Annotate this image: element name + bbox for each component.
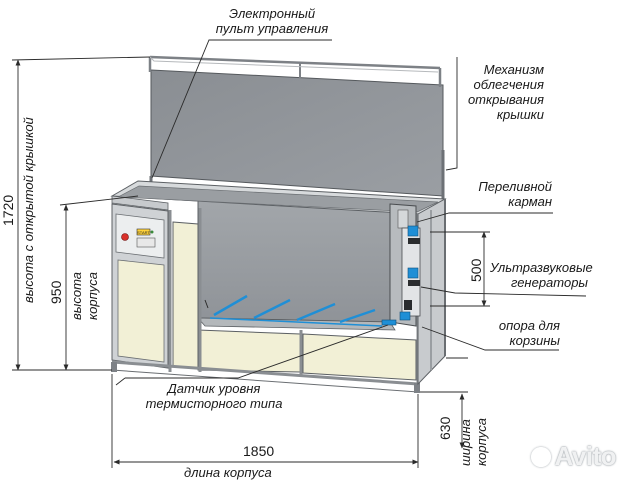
avito-logo-icon (531, 447, 552, 467)
overflow-pocket-label-line2: карман (508, 194, 552, 209)
tank-body: START (110, 180, 447, 393)
width-value: 630 (437, 416, 453, 440)
basket-support-bars (209, 294, 383, 327)
lid-mechanism-label-line3: открывания (467, 92, 544, 107)
height-open-value: 1720 (0, 194, 16, 226)
avito-watermark-text: Avito (554, 441, 616, 471)
length-value: 1850 (243, 443, 275, 459)
basket-support-label-line1: опора для (498, 318, 560, 333)
level-sensor-label: Датчик уровня термисторного типа (128, 381, 300, 411)
overflow-pocket-label: Переливной карман (456, 179, 552, 209)
width-label-line1: ширина (458, 419, 473, 466)
avito-watermark: Avito (531, 441, 616, 472)
control-panel-label-line2: пульт управления (215, 21, 329, 36)
control-panel-label-line1: Электронный (228, 6, 316, 21)
height-open-label: высота с открытой крышкой (21, 117, 36, 303)
tank-interior (197, 194, 396, 331)
lid-mechanism-label-line2: облегчения (473, 77, 544, 92)
level-sensor-label-line2: термисторного типа (145, 396, 283, 411)
basket-support-label: опора для корзины (486, 318, 560, 348)
body-height-value: 950 (48, 280, 64, 304)
section-value: 500 (468, 258, 484, 282)
ultrasonic-generators-label-line2: генераторы (510, 275, 588, 290)
width-label: ширина корпуса (458, 418, 490, 466)
lid-mechanism-label-line1: Механизм (483, 62, 544, 77)
basket-support-label-line2: корзины (509, 333, 560, 348)
stop-button[interactable] (121, 233, 129, 241)
body-height-label-line2: корпуса (85, 272, 100, 320)
control-panel-label: Электронный пульт управления (207, 6, 337, 36)
ultrasonic-generators-label: Ультразвуковые генераторы (490, 260, 593, 290)
level-sensor-label-line1: Датчик уровня (167, 381, 261, 396)
ultrasonic-generators-label-line1: Ультразвуковые (490, 260, 593, 275)
ultrasonic-generators (381, 225, 421, 326)
body-height-label: высота корпуса (69, 272, 101, 320)
overflow-pocket-label-line1: Переливной (478, 179, 552, 194)
leader-lines (115, 39, 587, 386)
lid-mechanism-label-line4: крышки (496, 107, 544, 122)
open-lid (148, 55, 445, 210)
length-label: длина корпуса (184, 465, 272, 480)
lid-mechanism-label: Механизм облегчения открывания крышки (452, 62, 544, 122)
panel-display-text: START (137, 230, 150, 235)
body-height-label-line1: высота (69, 272, 84, 320)
width-label-line2: корпуса (474, 418, 489, 466)
dimension-lines (11, 56, 490, 468)
